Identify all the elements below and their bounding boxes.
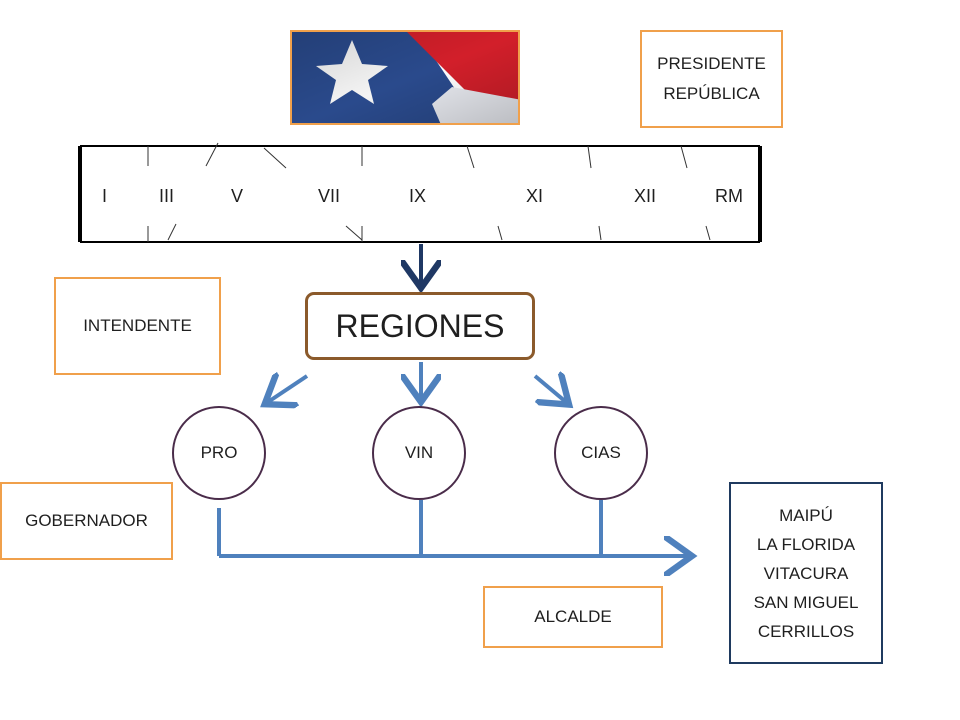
circle-pro-label: PRO <box>200 443 238 462</box>
chilean-flag-image <box>290 30 520 125</box>
region-label-rm: RM <box>715 186 743 206</box>
regions-bar-ticks <box>147 142 711 242</box>
region-label-iii: III <box>159 186 175 206</box>
region-label-ix: IX <box>409 186 427 206</box>
presidente-box: PRESIDENTE REPÚBLICA <box>640 30 783 128</box>
arrow-to-cias <box>533 376 566 402</box>
intendente-box: INTENDENTE <box>54 277 221 375</box>
gobernador-box: GOBERNADOR <box>0 482 173 560</box>
gobernador-label: GOBERNADOR <box>25 511 148 530</box>
alcalde-box: ALCALDE <box>483 586 663 648</box>
comuna-item: SAN MIGUEL <box>753 592 859 612</box>
comuna-item: CERRILLOS <box>757 621 855 641</box>
regiones-box: REGIONES <box>305 292 535 360</box>
comuna-item: MAIPÚ <box>779 505 833 525</box>
circle-vin: VIN <box>372 406 466 500</box>
intendente-label: INTENDENTE <box>83 316 192 335</box>
region-label-v: V <box>231 186 244 206</box>
circle-cias: CIAS <box>554 406 648 500</box>
presidente-line-1: PRESIDENTE <box>657 54 766 73</box>
arrow-to-pro <box>268 376 309 402</box>
comuna-item: VITACURA <box>763 563 849 583</box>
alcalde-label: ALCALDE <box>534 607 612 626</box>
comunas-box: MAIPÚ LA FLORIDA VITACURA SAN MIGUEL CER… <box>729 482 883 664</box>
circle-cias-label: CIAS <box>581 443 621 462</box>
region-label-xi: XI <box>526 186 544 206</box>
circle-vin-label: VIN <box>404 443 434 462</box>
regiones-title: REGIONES <box>335 307 505 344</box>
region-label-vii: VII <box>318 186 341 206</box>
circle-pro: PRO <box>172 406 266 500</box>
regions-bar-frame <box>78 145 762 243</box>
comuna-item: LA FLORIDA <box>756 534 856 554</box>
presidente-line-2: REPÚBLICA <box>663 84 760 103</box>
region-label-xii: XII <box>634 186 657 206</box>
region-label-i: I <box>102 186 108 206</box>
